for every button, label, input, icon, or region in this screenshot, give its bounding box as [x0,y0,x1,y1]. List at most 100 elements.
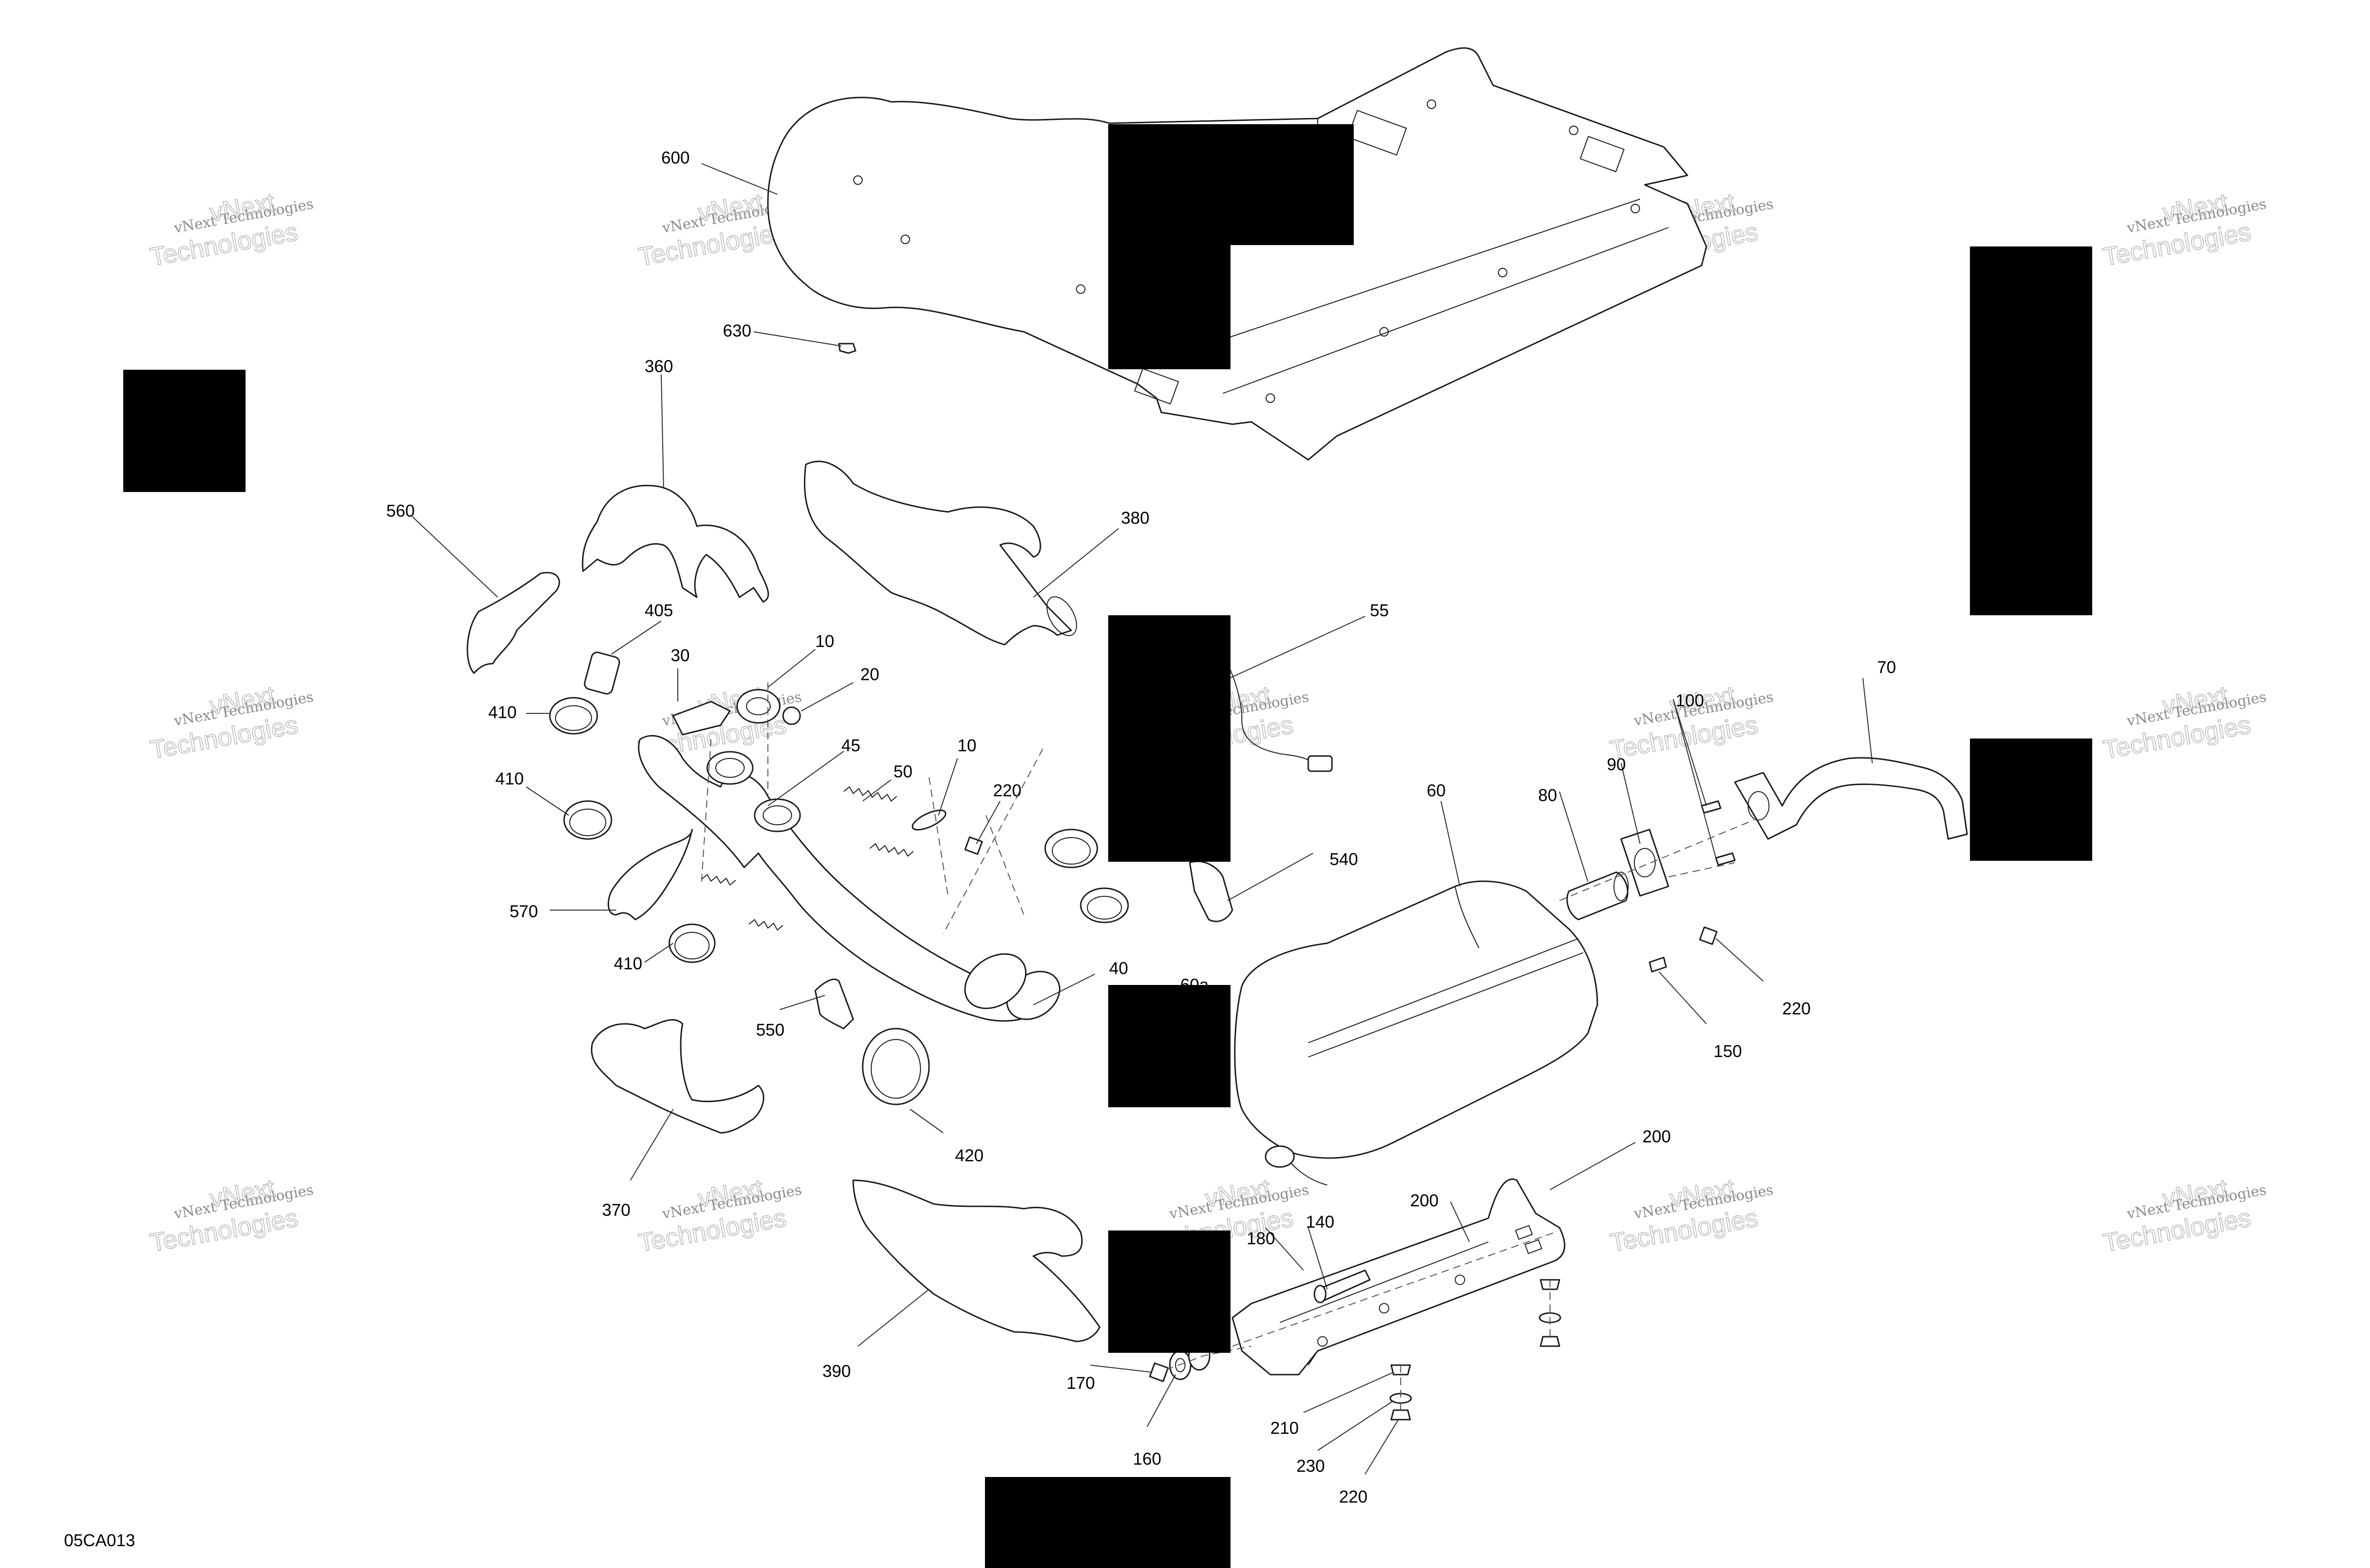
callout-200: 200 [1410,1191,1439,1210]
part-45-flange [706,751,801,832]
svg-text:vNext: vNext [696,188,765,227]
callout-170: 170 [1066,1373,1095,1393]
part-405-sleeve [583,651,620,695]
svg-text:vNext: vNext [208,1174,277,1213]
callout-90: 90 [1607,755,1626,774]
callout-160: 160 [1133,1449,1161,1468]
redaction-block [1108,1231,1231,1353]
part-570-heat-shield [607,829,693,921]
part-390-heat-shield [852,1179,1101,1342]
callout-570: 570 [510,902,538,921]
redaction-block [1970,738,2092,861]
part-10-gasket [912,810,947,830]
part-80-sleeve [1566,871,1629,921]
callout-410: 410 [614,954,642,973]
part-90-gasket [1620,829,1669,897]
callout-600: 600 [661,148,690,167]
callout-labels: 600 630 360 560 380 405 30 10 20 410 410… [386,148,1896,1506]
part-170-nut [1149,1362,1169,1382]
part-220-nut [964,836,983,855]
callout-50: 50 [893,762,912,781]
part-clamp [1044,829,1098,868]
callout-45: 45 [841,736,860,755]
svg-text:vNext: vNext [2160,681,2230,720]
part-20-nut [782,706,801,725]
watermark: vNext Technologies vNext Technologies [2100,681,2268,765]
redaction-block [123,370,246,492]
callout-20: 20 [860,665,879,684]
part-560-heat-shield [466,572,560,674]
part-200-bracket [1231,1178,1566,1376]
svg-text:vNext: vNext [1668,1174,1737,1213]
callout-220: 220 [1339,1487,1367,1506]
callout-180: 180 [1247,1229,1275,1248]
part-clamp [1080,887,1129,923]
part-550-heat-shield [814,978,854,1030]
figure-code: 05CA013 [64,1531,135,1550]
part-30-bracket [672,701,731,736]
part-50-spring [748,919,784,931]
redaction-block [1108,615,1231,862]
callout-390: 390 [822,1361,851,1381]
svg-text:vNext: vNext [2160,1174,2230,1213]
watermark: vNext Technologies vNext Technologies [147,1174,315,1258]
callout-230: 230 [1296,1456,1325,1476]
part-10-gasket [736,689,781,724]
callout-150: 150 [1714,1041,1742,1061]
watermark: vNext Technologies vNext Technologies [2100,188,2268,272]
redaction-block [1108,245,1231,369]
watermark: vNext Technologies vNext Technologies [1607,681,1775,765]
redaction-block [985,1477,1231,1568]
part-50-spring [843,786,897,802]
leader-lines [412,163,1873,1475]
part-50-spring [701,874,736,886]
callout-10: 10 [957,736,976,755]
callout-405: 405 [645,601,673,620]
part-220-nut [1699,926,1718,945]
part-150-bolt [1649,957,1667,973]
callout-10: 10 [815,631,834,651]
watermark: vNext Technologies vNext Technologies [2100,1174,2268,1258]
callout-140: 140 [1306,1212,1334,1231]
callout-560: 560 [386,501,415,520]
callout-60: 60 [1427,781,1446,800]
callout-630: 630 [723,321,751,340]
watermark: vNext Technologies vNext Technologies [1607,1174,1775,1258]
part-370-heat-shield [591,1019,765,1134]
callout-220: 220 [1782,999,1811,1018]
part-420-clamp [862,1028,930,1105]
callout-55: 55 [1370,601,1389,620]
callout-220: 220 [993,781,1021,800]
redaction-block [1970,246,2092,615]
part-410-clamp [549,697,598,735]
svg-text:vNext: vNext [208,681,277,720]
part-360-heat-shield [582,484,769,603]
part-600-heat-shield-plate [767,47,1707,461]
callout-360: 360 [645,356,673,376]
part-220-nut [1390,1409,1411,1421]
redaction-block [1108,985,1231,1107]
watermark: vNext Technologies vNext Technologies [147,188,315,272]
part-630-bolt [838,343,857,354]
callout-100: 100 [1676,691,1704,710]
svg-text:vNext: vNext [2160,188,2230,227]
svg-text:vNext: vNext [208,188,277,227]
callout-70: 70 [1877,657,1896,677]
part-410-clamp [563,800,612,840]
watermark: vNext Technologies vNext Technologies [636,1174,803,1258]
callout-80: 80 [1538,785,1557,805]
callout-200: 200 [1642,1127,1671,1146]
redaction-block [1108,124,1354,245]
callout-40: 40 [1109,958,1128,978]
part-100-bolt [1701,800,1736,866]
svg-text:vNext: vNext [1203,1174,1272,1213]
callout-410: 410 [495,769,524,788]
redaction-layer [123,124,2092,1568]
callout-550: 550 [756,1020,784,1039]
assembly-lines [701,683,1754,1413]
part-70-tailpipe [1734,757,1968,840]
callout-30: 30 [671,646,690,665]
part-bolt-stack-right [1539,1279,1561,1347]
